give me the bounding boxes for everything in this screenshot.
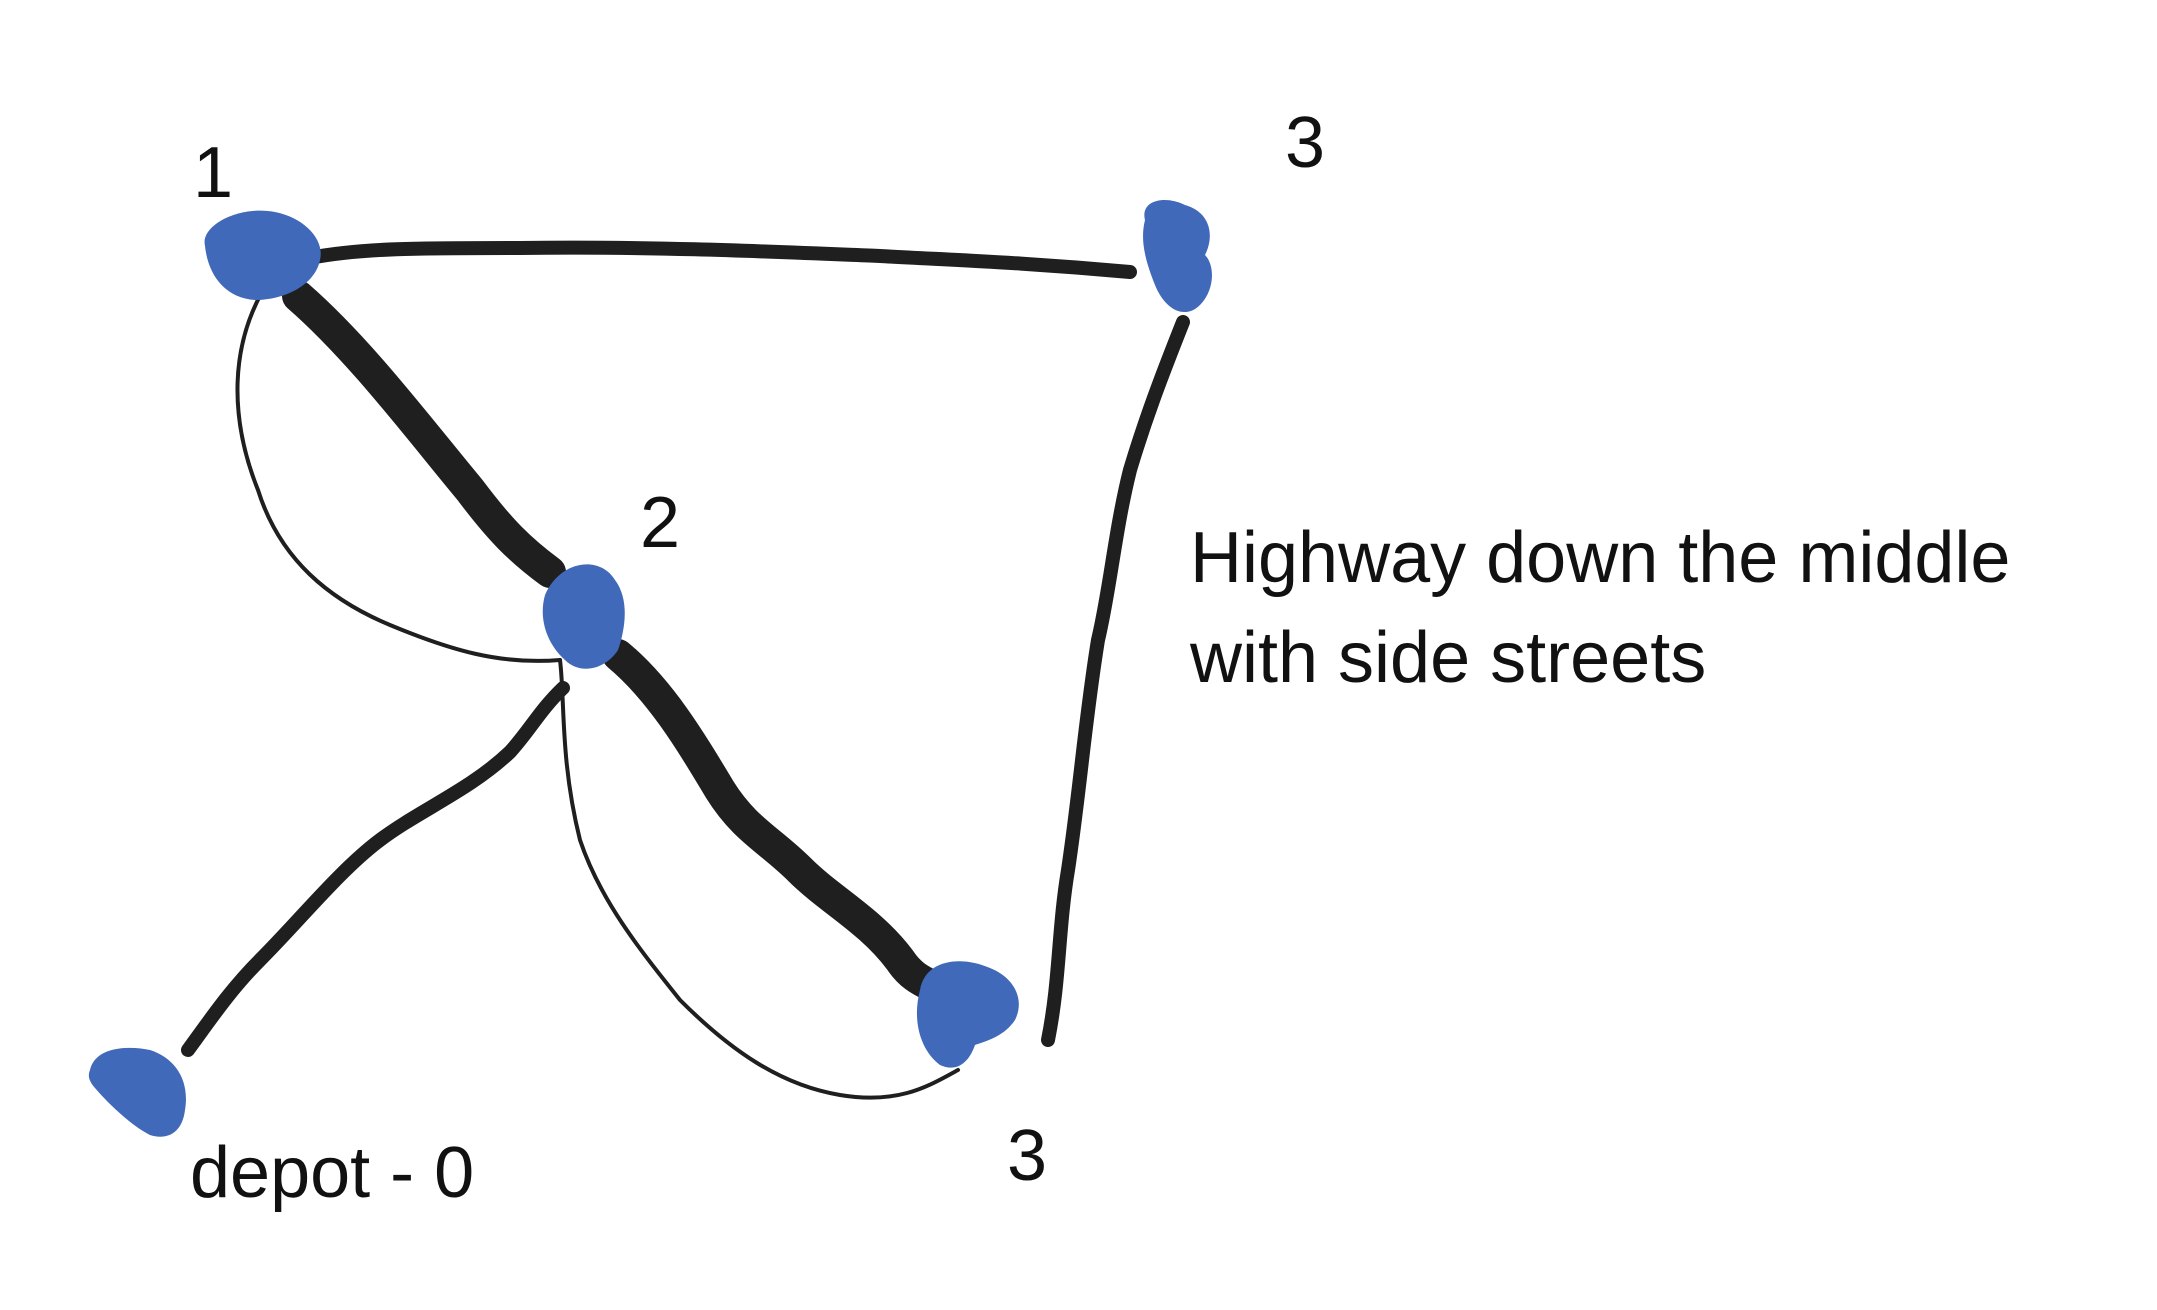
- road-2-depot: [181, 681, 570, 1057]
- road-1-3top: [303, 240, 1137, 279]
- node-3-bottom-label: 3: [1007, 1116, 1048, 1196]
- highway-1-2: [282, 280, 566, 588]
- highway-2-3: [602, 639, 946, 1001]
- node-3-top-label: 3: [1285, 103, 1326, 183]
- side-street-1-2: [235, 290, 562, 663]
- node-3-top-marker: [1143, 200, 1212, 313]
- node-1-label: 1: [193, 133, 234, 213]
- annotation-line-2: with side streets: [1190, 618, 1707, 698]
- road-3top-3bottom: [1041, 315, 1190, 1047]
- node-1-marker: [204, 210, 321, 300]
- node-2-marker: [542, 564, 625, 669]
- node-3-bottom-marker: [916, 961, 1019, 1068]
- depot-marker: [88, 1047, 186, 1137]
- depot-label: depot - 0: [190, 1133, 475, 1213]
- annotation-line-1: Highway down the middle: [1190, 518, 2011, 598]
- node-2-label: 2: [640, 483, 681, 563]
- side-street-2-3: [558, 658, 960, 1100]
